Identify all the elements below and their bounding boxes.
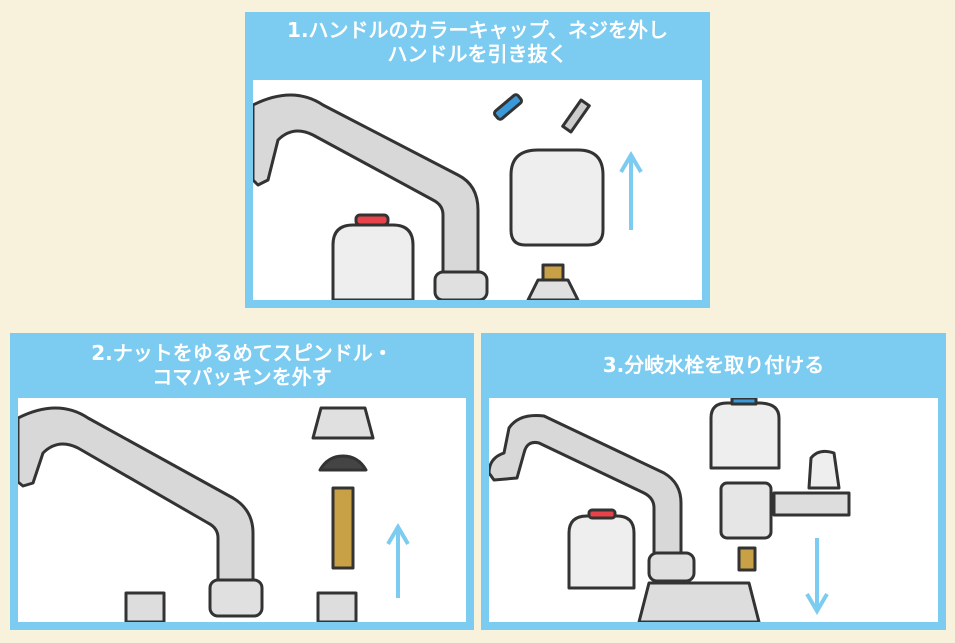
branch-faucet-install-illustration (489, 398, 851, 622)
base-body (637, 581, 761, 622)
removed-handle (509, 148, 605, 247)
step-1-title-line1: 1.ハンドルのカラーキャップ、ネジを外し (287, 18, 668, 42)
faucet-spout (253, 93, 480, 287)
step-2-title: 2.ナットをゆるめてスピンドル・ コマパッキンを外す (10, 341, 474, 389)
step-2-title-line1: 2.ナットをゆるめてスピンドル・ (91, 341, 393, 365)
screw-icon (561, 98, 591, 134)
step-3-illustration (489, 398, 938, 622)
red-cap-icon (354, 213, 390, 227)
side-outlet (772, 491, 851, 517)
base-nut (526, 278, 580, 300)
step-2-illustration (18, 398, 466, 622)
branch-valve-body (719, 481, 773, 540)
blue-cap-icon (493, 93, 523, 121)
spout-nut (647, 551, 696, 583)
spindle-brass (331, 486, 355, 570)
up-arrow-icon (619, 151, 643, 230)
step-3-title-line1: 3.分岐水栓を取り付ける (602, 353, 825, 377)
step-1-title: 1.ハンドルのカラーキャップ、ネジを外し ハンドルを引き抜く (245, 18, 710, 66)
step-1-title-line2: ハンドルを引き抜く (387, 42, 568, 66)
blue-cap-icon (730, 398, 758, 406)
red-handle (567, 514, 636, 590)
spindle-brass (737, 546, 757, 572)
faucet-spout (489, 414, 683, 560)
faucet-spout (18, 406, 255, 590)
spout-nut (208, 578, 264, 618)
step-2-panel: 2.ナットをゆるめてスピンドル・ コマパッキンを外す (10, 333, 474, 630)
faucet-handle-removal-illustration (253, 93, 643, 300)
step-1-panel: 1.ハンドルのカラーキャップ、ネジを外し ハンドルを引き抜く (245, 12, 710, 308)
spout-nut (433, 270, 489, 300)
step-2-title-line2: コマパッキンを外す (152, 365, 332, 389)
left-thread (124, 591, 166, 622)
side-handle (807, 449, 841, 490)
step-1-illustration (253, 80, 702, 300)
upper-handle (709, 401, 781, 470)
red-cap-icon (587, 508, 617, 520)
red-handle (331, 223, 415, 300)
removed-nut (311, 406, 375, 440)
spindle-removal-illustration (18, 406, 410, 622)
step-3-title: 3.分岐水栓を取り付ける (481, 353, 946, 377)
spindle-top (541, 263, 565, 282)
up-arrow-icon (386, 523, 410, 598)
step-3-panel: 3.分岐水栓を取り付ける (481, 333, 946, 630)
packing-icon (318, 454, 368, 472)
down-arrow-icon (805, 538, 829, 615)
right-thread (316, 591, 358, 622)
